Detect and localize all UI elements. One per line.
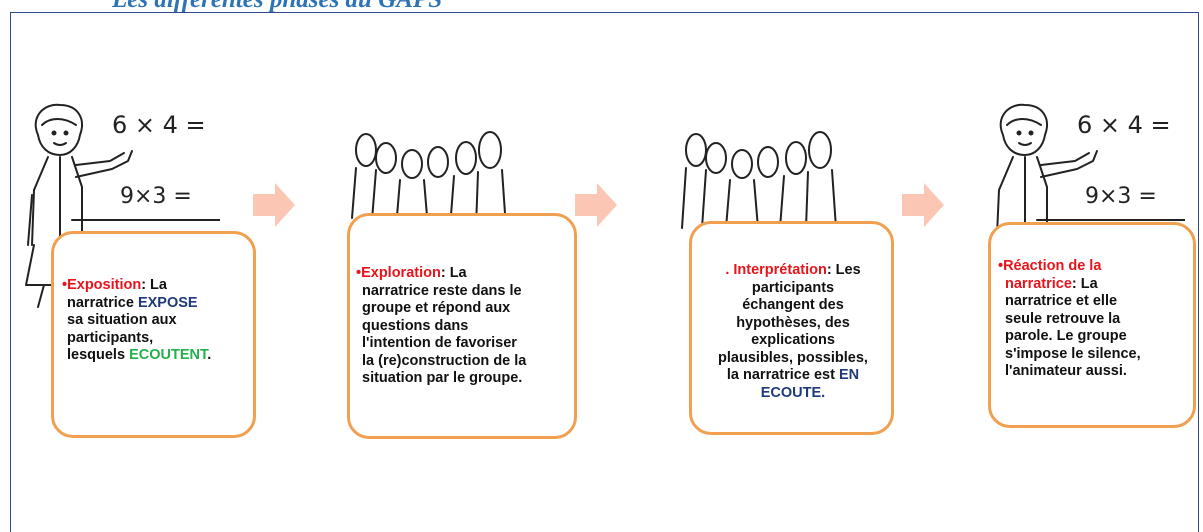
- ecoutent-keyword: ECOUTENT: [129, 347, 208, 363]
- diagram-frame: [10, 12, 1199, 532]
- step-label: Exposition: [67, 277, 142, 293]
- step-exposition-text: •Exposition: La narratrice EXPOSE sa sit…: [62, 277, 212, 363]
- teacher-illustration-2: 6 × 4 = 9×3 =: [996, 103, 1185, 235]
- board-equation-3: 6 × 4 =: [1077, 111, 1171, 139]
- step-reaction-box: [988, 222, 1196, 428]
- step-exploration-text: •Exploration: La narratrice reste dans l…: [356, 265, 527, 386]
- board-equation-4: 9×3 =: [1085, 184, 1157, 209]
- arrow-right-icon: [253, 183, 295, 227]
- step-reaction-text: •Réaction de la narratrice: La narratric…: [998, 258, 1141, 379]
- teacher-illustration-1: 6 × 4 = 9×3 =: [25, 103, 220, 308]
- board-equation-2: 9×3 =: [120, 184, 192, 209]
- step-label: Réaction de la: [1003, 258, 1102, 274]
- arrow-right-icon: [902, 183, 944, 227]
- en-ecoute-keyword: EN: [838, 367, 860, 383]
- step-interpretation-box: [689, 221, 894, 435]
- arrow-right-icon: [575, 183, 617, 227]
- step-exploration-box: [347, 213, 577, 439]
- step-interpretation-text: . Interprétation: Les participants échan…: [718, 262, 868, 401]
- page-title: Les différentes phases du GAPS: [112, 0, 442, 14]
- step-label: Exploration: [361, 265, 441, 281]
- step-bullet: •: [62, 277, 68, 293]
- expose-keyword: EXPOSE: [137, 294, 198, 311]
- group-illustration-2: [681, 131, 837, 229]
- group-illustration-1: [351, 131, 507, 229]
- board-equation-1: 6 × 4 =: [112, 111, 206, 139]
- step-label: Interprétation: [733, 262, 827, 278]
- step-exposition-box: [51, 231, 256, 438]
